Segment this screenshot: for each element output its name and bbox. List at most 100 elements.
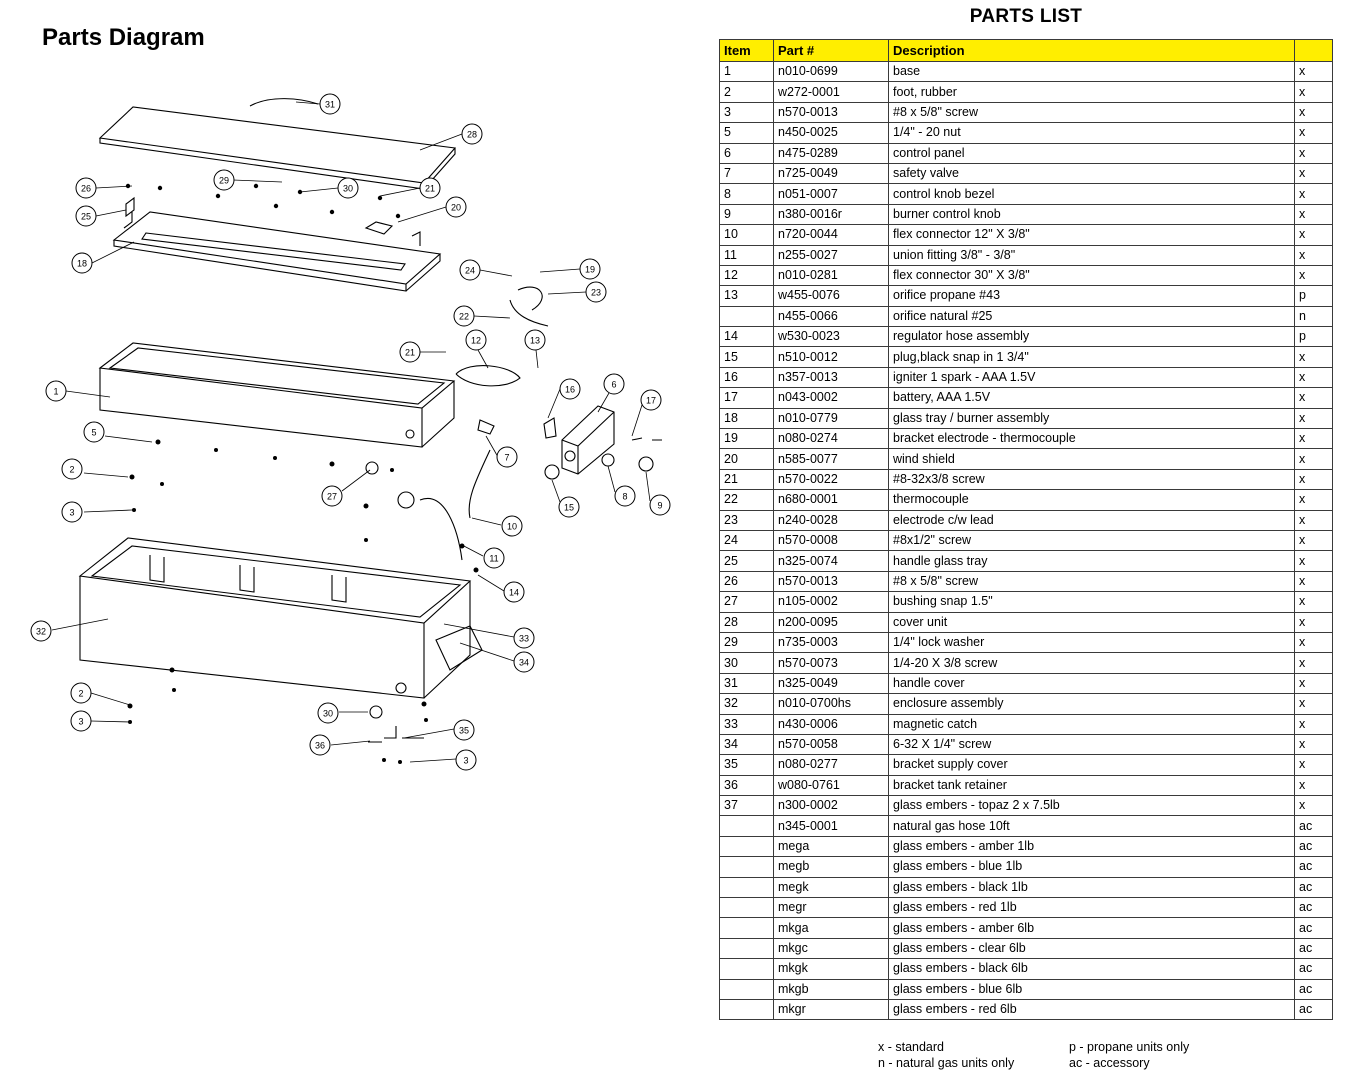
diagram-title: Parts Diagram xyxy=(42,24,205,51)
cell-item: 18 xyxy=(719,407,774,430)
cell-description: 6-32 X 1/4" screw xyxy=(888,733,1295,756)
callout-26: 26 xyxy=(75,177,97,199)
cell-description: regulator hose assembly xyxy=(888,326,1295,348)
callout-32: 32 xyxy=(30,620,52,642)
leader-lines xyxy=(51,101,651,763)
cell-description: wind shield xyxy=(888,448,1295,470)
cell-part-number: n325-0049 xyxy=(773,672,889,695)
callout-circle xyxy=(61,501,83,523)
callout-label: 3 xyxy=(463,756,468,766)
callout-label: 15 xyxy=(564,503,574,513)
cell-part-number: w530-0023 xyxy=(773,326,889,348)
cell-description: flex connector 12" X 3/8" xyxy=(888,224,1295,246)
cell-item: 17 xyxy=(719,387,774,409)
callout-15: 15 xyxy=(558,496,580,518)
cell-availability: ac xyxy=(1294,978,1333,1000)
callout-circle xyxy=(213,169,235,191)
cell-availability: x xyxy=(1294,60,1333,83)
callout-label: 24 xyxy=(465,266,475,276)
callout-16: 16 xyxy=(559,378,581,400)
callout-label: 1 xyxy=(53,387,58,397)
callout-17: 17 xyxy=(640,389,662,411)
cell-item: 9 xyxy=(719,203,774,226)
cell-part-number: n570-0022 xyxy=(773,468,889,491)
callout-circle xyxy=(513,627,535,649)
callout-circle xyxy=(614,485,636,507)
cell-part-number: n080-0277 xyxy=(773,754,889,776)
cell-description: bracket supply cover xyxy=(888,754,1295,776)
cell-part-number: n475-0289 xyxy=(773,142,889,164)
callout-label: 8 xyxy=(622,492,627,502)
cell-part-number: megb xyxy=(773,856,889,878)
cell-item: 37 xyxy=(719,795,774,817)
callout-circle xyxy=(496,446,518,468)
callout-label: 19 xyxy=(585,265,595,275)
cell-part-number: n300-0002 xyxy=(773,795,889,817)
cell-item xyxy=(719,937,774,960)
cell-item: 7 xyxy=(719,162,774,185)
cell-part-number: n325-0074 xyxy=(773,550,889,572)
cell-availability: ac xyxy=(1294,815,1333,837)
cell-part-number: mega xyxy=(773,835,889,858)
cell-availability: p xyxy=(1294,326,1333,348)
cell-item: 33 xyxy=(719,713,774,735)
cell-description: #8-32x3/8 screw xyxy=(888,468,1295,491)
callout-label: 34 xyxy=(519,658,529,668)
callout-label: 21 xyxy=(425,184,435,194)
callout-label: 3 xyxy=(69,508,74,518)
cell-part-number: n105-0002 xyxy=(773,591,889,613)
cell-description: orifice propane #43 xyxy=(888,285,1295,307)
hardware-dots xyxy=(125,183,479,764)
cell-description: 1/4" - 20 nut xyxy=(888,122,1295,144)
cell-item: 29 xyxy=(719,631,774,654)
cell-availability: x xyxy=(1294,264,1333,287)
callout-circle xyxy=(70,710,92,732)
cell-part-number: n570-0013 xyxy=(773,570,889,593)
callout-circle xyxy=(75,205,97,227)
cell-availability: ac xyxy=(1294,876,1333,899)
cell-part-number: mkgr xyxy=(773,998,889,1021)
cell-item xyxy=(719,958,774,980)
callout-36: 36 xyxy=(309,734,331,756)
cell-description: magnetic catch xyxy=(888,713,1295,735)
cell-description: 1/4" lock washer xyxy=(888,631,1295,654)
callout-circle xyxy=(453,305,475,327)
cell-part-number: n510-0012 xyxy=(773,346,889,368)
cell-availability: x xyxy=(1294,346,1333,368)
cell-item: 28 xyxy=(719,611,774,633)
cell-availability: x xyxy=(1294,591,1333,613)
legend-standard: x - standard xyxy=(878,1040,945,1054)
cell-description: glass embers - topaz 2 x 7.5lb xyxy=(888,795,1295,817)
callout-circle xyxy=(524,329,546,351)
cell-availability: x xyxy=(1294,774,1333,797)
cell-description: #8 x 5/8" screw xyxy=(888,570,1295,593)
cell-description: base xyxy=(888,60,1295,83)
callout-circle xyxy=(579,258,601,280)
callout-label: 7 xyxy=(504,453,509,463)
cell-availability: x xyxy=(1294,672,1333,695)
cell-part-number: n725-0049 xyxy=(773,162,889,185)
callout-1: 1 xyxy=(45,380,67,402)
callout-9: 9 xyxy=(649,494,671,516)
cell-description: glass embers - amber 6lb xyxy=(888,917,1295,939)
cell-description: handle cover xyxy=(888,672,1295,695)
cell-description: bracket tank retainer xyxy=(888,774,1295,797)
callout-circle xyxy=(337,177,359,199)
cell-description: control knob bezel xyxy=(888,183,1295,205)
parts-list-header-row: Item Part # Description xyxy=(719,39,1333,62)
cell-item: 20 xyxy=(719,448,774,470)
drawing-lines xyxy=(78,98,662,743)
cell-availability: x xyxy=(1294,428,1333,450)
cell-description: #8x1/2" screw xyxy=(888,529,1295,552)
callout-label: 12 xyxy=(471,336,481,346)
callout-circle xyxy=(399,341,421,363)
